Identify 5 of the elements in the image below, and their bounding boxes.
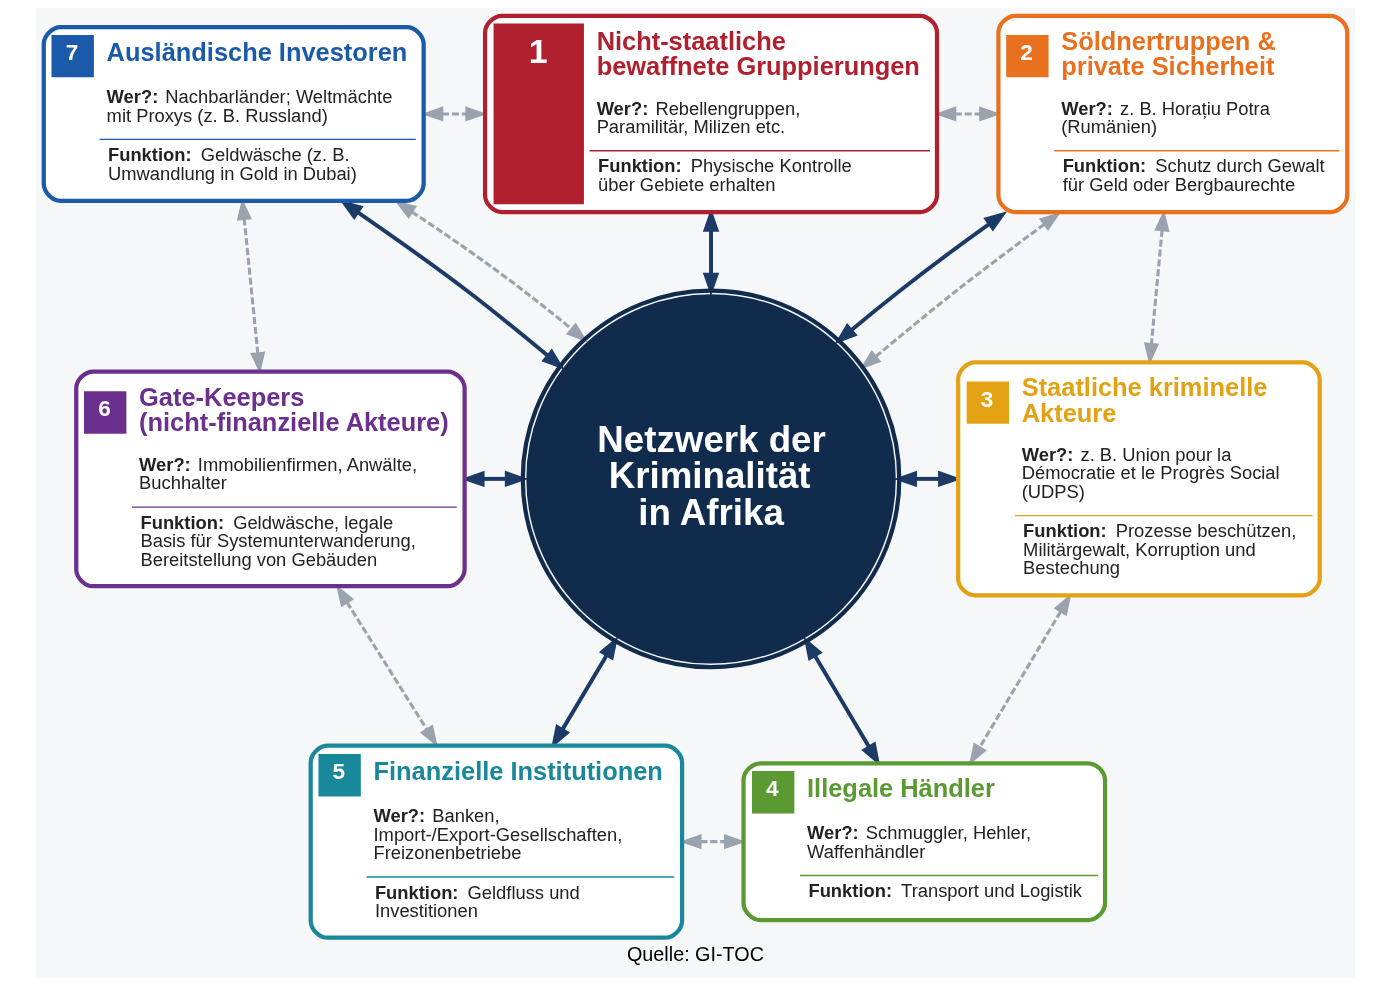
arrow	[859, 211, 1061, 370]
arrow	[833, 211, 1007, 345]
arrow	[394, 200, 588, 343]
caption: Quelle: GI-TOC	[626, 943, 764, 966]
node-circle: Netzwerk der Kriminalität in Afrika	[520, 288, 901, 670]
